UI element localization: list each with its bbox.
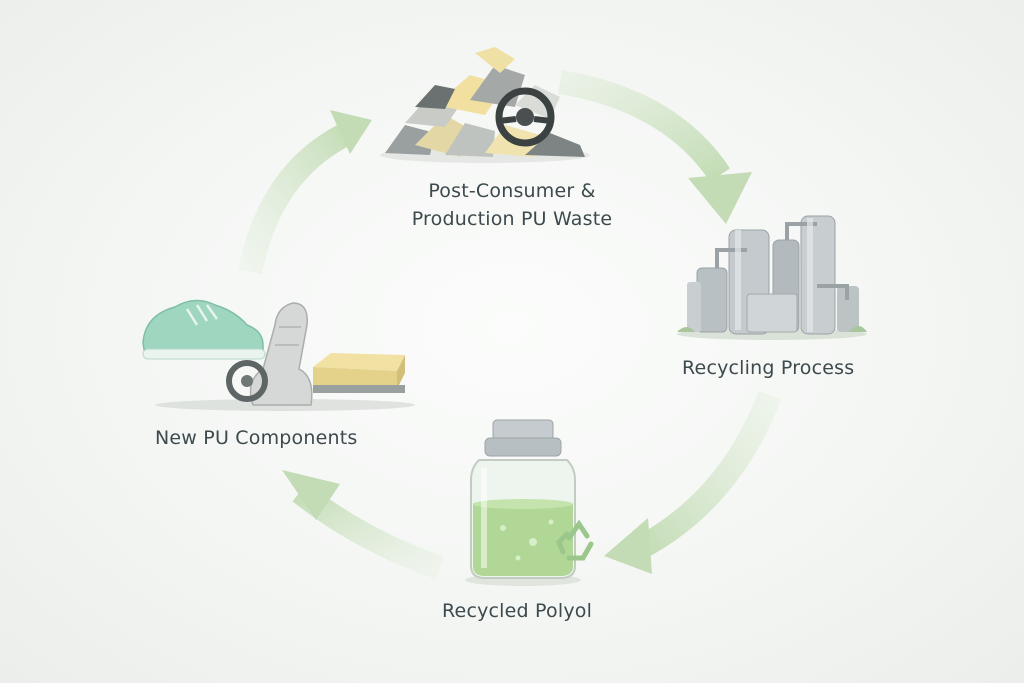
pu-waste-pile-icon bbox=[380, 47, 590, 163]
arrow-waste-to-recycling bbox=[558, 70, 730, 182]
stage-label-polyol: Recycled Polyol bbox=[442, 600, 593, 622]
arrow-head-waste bbox=[330, 110, 372, 154]
industrial-tanks-icon bbox=[677, 215, 867, 340]
stage-label-waste-line2: Production PU Waste bbox=[411, 208, 613, 230]
arrow-recycling-to-polyol bbox=[634, 390, 782, 559]
pu-products-icon bbox=[142, 299, 415, 411]
stage-label-waste: Post-Consumer & Production PU Waste bbox=[362, 177, 662, 233]
arrow-head-components bbox=[282, 470, 340, 520]
stage-label-recycling: Recycling Process bbox=[682, 357, 855, 379]
arrow-head-recycling bbox=[688, 172, 752, 224]
arrow-head-polyol bbox=[604, 518, 652, 574]
arrow-components-to-waste bbox=[238, 121, 356, 275]
polyol-jar-icon bbox=[465, 419, 594, 586]
stage-label-components: New PU Components bbox=[155, 427, 358, 449]
stage-label-waste-line1: Post-Consumer & bbox=[428, 180, 596, 202]
